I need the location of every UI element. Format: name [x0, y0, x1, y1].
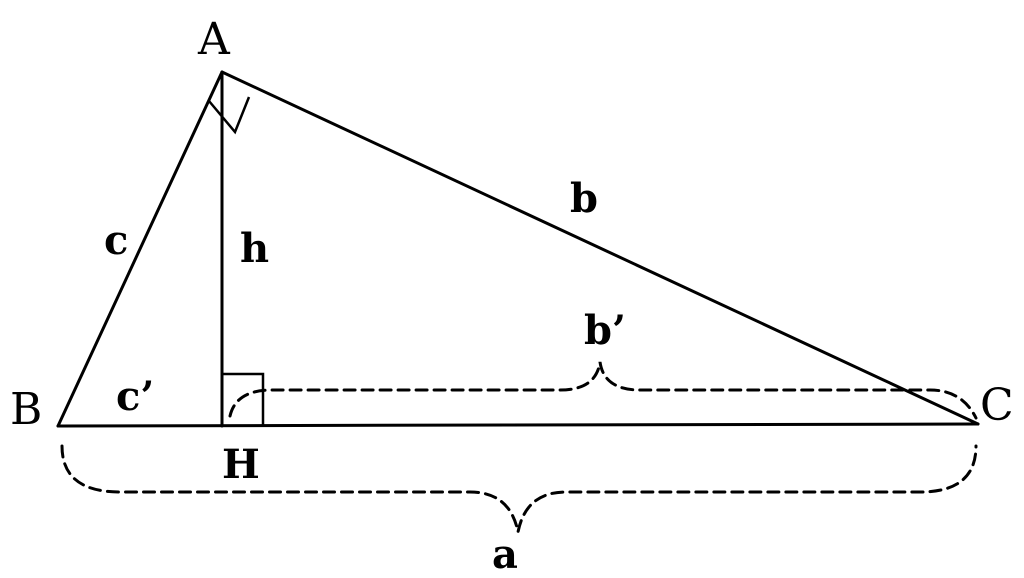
side-BC — [56, 422, 980, 428]
side-label-c: c — [104, 217, 128, 264]
brace-a — [60, 444, 978, 533]
vertex-label-H: H — [222, 441, 260, 488]
vertex-label-C: C — [980, 380, 1014, 431]
side-label-h: h — [240, 225, 269, 272]
side-label-c-prime: c’ — [116, 373, 154, 420]
right-angle-marker-A — [208, 96, 251, 135]
right-angle-marker-H — [222, 372, 265, 425]
brace-b-prime — [228, 361, 978, 420]
vertex-label-B: B — [10, 384, 42, 435]
side-label-b: b — [570, 175, 598, 222]
side-AC — [220, 70, 980, 426]
side-AB — [56, 70, 224, 428]
side-label-b-prime: b’ — [584, 307, 626, 354]
vertex-label-A: A — [197, 14, 231, 65]
side-label-a: a — [492, 531, 518, 578]
